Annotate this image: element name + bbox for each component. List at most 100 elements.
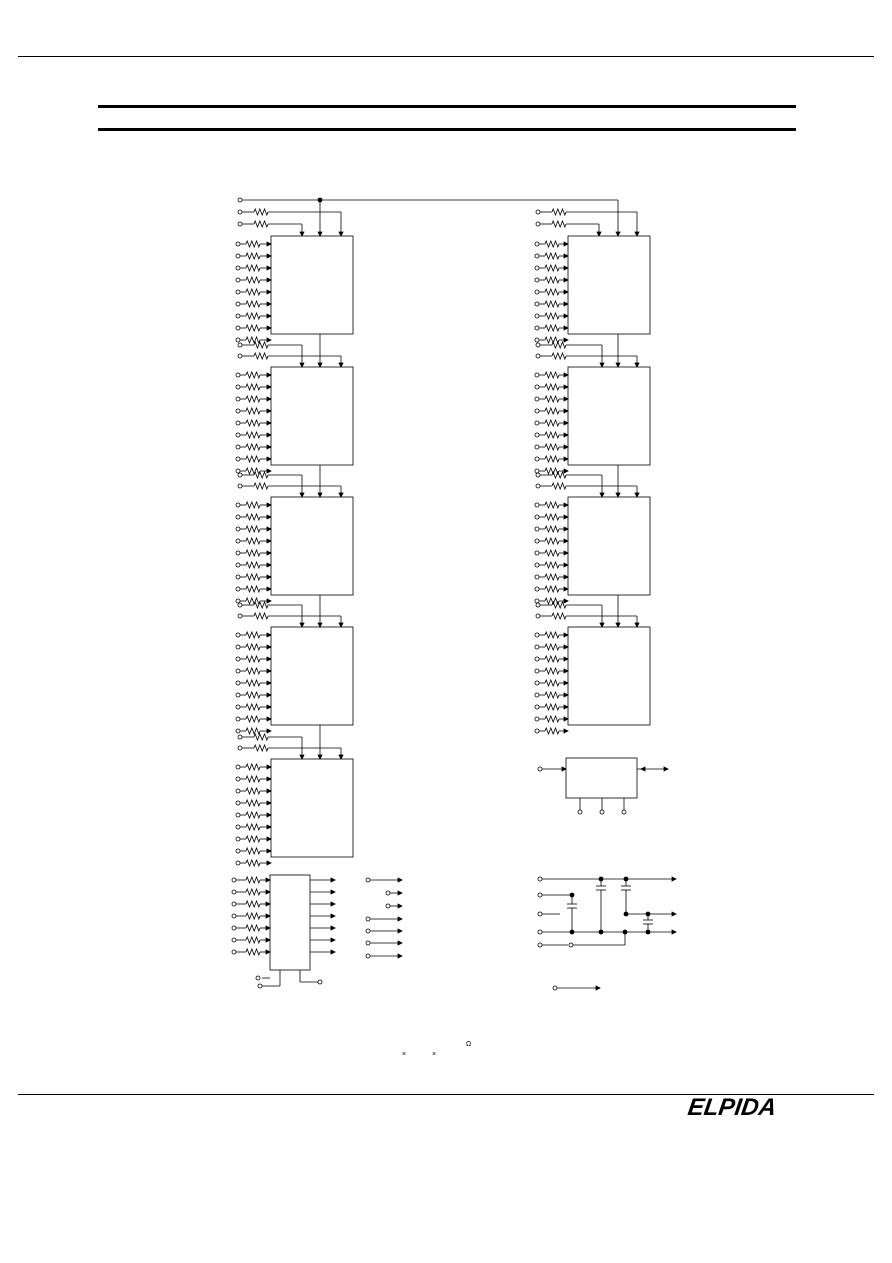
dq-terminal xyxy=(235,680,241,686)
resistor xyxy=(245,923,261,933)
arrow-head xyxy=(563,728,569,734)
arrow-head xyxy=(563,265,569,271)
arrow-head xyxy=(266,526,272,532)
dq-terminal xyxy=(235,301,241,307)
dq-terminal xyxy=(235,716,241,722)
arrow-head xyxy=(671,929,677,935)
dq-terminal xyxy=(534,632,540,638)
arrow-head xyxy=(634,622,640,628)
dq-terminal xyxy=(534,562,540,568)
resistor xyxy=(253,219,269,229)
arrow-head xyxy=(266,860,272,866)
terminal xyxy=(257,983,263,989)
dq-terminal xyxy=(235,538,241,544)
resistor xyxy=(544,335,560,345)
arrow-head xyxy=(266,444,272,450)
dq-terminal xyxy=(235,313,241,319)
dq-terminal xyxy=(235,408,241,414)
arrow-head xyxy=(266,241,272,247)
resistor xyxy=(544,666,560,676)
register-buffer xyxy=(269,874,311,971)
resistor xyxy=(544,430,560,440)
resistor xyxy=(245,726,261,736)
resistor xyxy=(245,774,261,784)
resistor xyxy=(544,442,560,452)
arrow-head xyxy=(266,800,272,806)
resistor xyxy=(245,382,261,392)
terminal xyxy=(365,940,371,946)
resistor xyxy=(551,600,567,610)
terminal xyxy=(535,602,541,608)
arrow-head xyxy=(563,668,569,674)
resistor xyxy=(253,470,269,480)
dq-terminal xyxy=(534,420,540,426)
resistor xyxy=(253,732,269,742)
terminal xyxy=(568,942,574,948)
arrow-head xyxy=(317,622,323,628)
arrow-head xyxy=(330,877,336,883)
arrow-head xyxy=(266,704,272,710)
resistor xyxy=(544,690,560,700)
resistor xyxy=(544,263,560,273)
resistor xyxy=(245,394,261,404)
resistor xyxy=(245,406,261,416)
dq-terminal xyxy=(235,468,241,474)
arrow-head xyxy=(563,680,569,686)
resistor xyxy=(245,500,261,510)
arrow-head xyxy=(563,432,569,438)
arrow-head xyxy=(266,396,272,402)
arrow-head xyxy=(266,277,272,283)
terminal xyxy=(385,890,391,896)
arrow-head xyxy=(599,362,605,368)
arrow-head xyxy=(266,776,272,782)
arrow-head xyxy=(563,468,569,474)
junction-dot xyxy=(598,929,604,935)
arrow-head xyxy=(330,949,336,955)
dq-terminal xyxy=(534,313,540,319)
arrow-head xyxy=(266,456,272,462)
resistor xyxy=(245,548,261,558)
arrow-head xyxy=(397,916,403,922)
dq-terminal xyxy=(235,396,241,402)
arrow-head xyxy=(397,940,403,946)
dq-terminal xyxy=(235,836,241,842)
arrow-head xyxy=(563,716,569,722)
arrow-head xyxy=(634,492,640,498)
resistor xyxy=(245,524,261,534)
arrow-head xyxy=(266,644,272,650)
dq-terminal xyxy=(235,420,241,426)
terminal xyxy=(537,766,543,772)
dq-terminal xyxy=(235,574,241,580)
arrow-head xyxy=(397,877,403,883)
note-ohm-symbol: Ω xyxy=(466,1041,472,1048)
arrow-head xyxy=(266,313,272,319)
arrow-head xyxy=(265,949,271,955)
footer-rule xyxy=(18,1094,874,1095)
arrow-head xyxy=(266,824,272,830)
dq-terminal xyxy=(235,444,241,450)
arrow-head xyxy=(330,925,336,931)
junction-dot xyxy=(623,876,629,882)
junction-dot xyxy=(622,929,628,935)
resistor xyxy=(551,611,567,621)
arrow-head xyxy=(563,408,569,414)
arrow-head xyxy=(299,622,305,628)
resistor xyxy=(544,702,560,712)
arrow-head xyxy=(266,728,272,734)
dram-chip xyxy=(270,366,354,466)
resistor xyxy=(544,394,560,404)
arrow-head xyxy=(596,231,602,237)
resistor xyxy=(253,611,269,621)
dram-chip xyxy=(567,626,651,726)
terminal xyxy=(237,353,243,359)
terminal xyxy=(535,342,541,348)
arrow-head xyxy=(563,384,569,390)
arrow-head xyxy=(299,754,305,760)
dq-terminal xyxy=(534,372,540,378)
arrow-head xyxy=(599,492,605,498)
dq-terminal xyxy=(534,680,540,686)
terminal xyxy=(577,809,583,815)
terminal xyxy=(237,197,243,203)
dq-terminal xyxy=(534,456,540,462)
resistor xyxy=(544,299,560,309)
